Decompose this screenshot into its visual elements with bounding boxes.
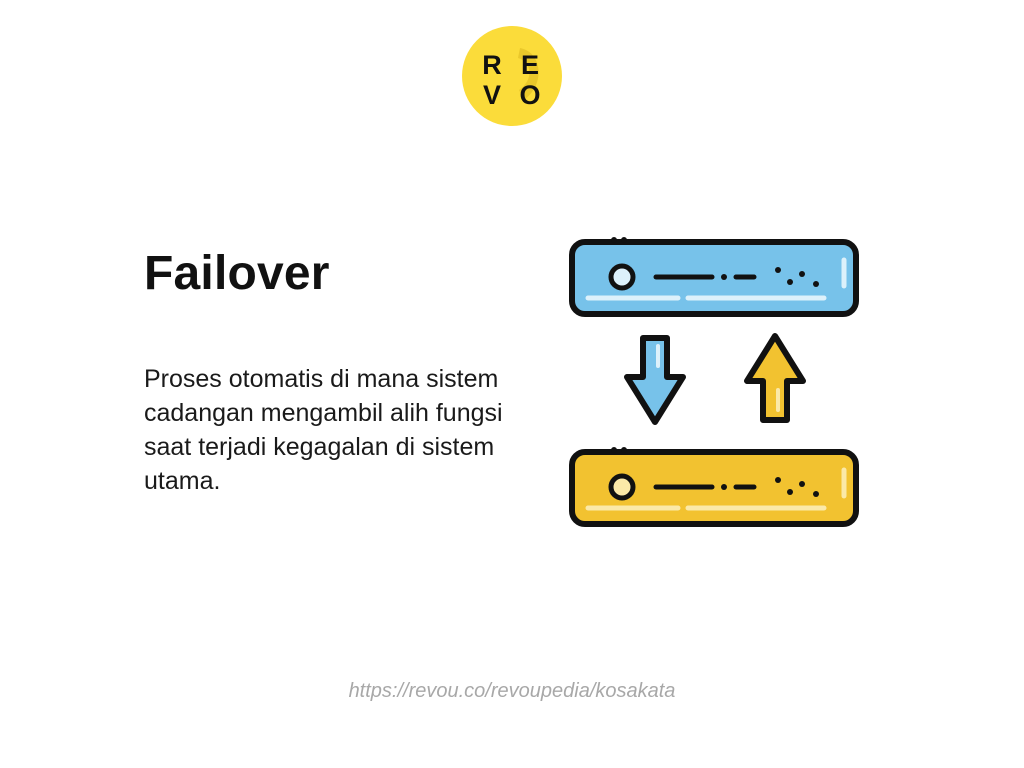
revo-logo: R E V O bbox=[462, 26, 562, 126]
logo-letter-o: O bbox=[519, 80, 540, 110]
source-url[interactable]: https://revou.co/revoupedia/kosakata bbox=[348, 680, 676, 702]
arrow-up-icon bbox=[744, 333, 806, 423]
server-failover-icon bbox=[569, 237, 859, 527]
logo-letter-v: V bbox=[483, 80, 501, 110]
backup-server-icon bbox=[569, 447, 859, 527]
arrow-down-icon bbox=[624, 335, 686, 425]
primary-server-icon bbox=[569, 237, 859, 317]
definition-text: Proses otomatis di mana sistem cadangan … bbox=[144, 365, 503, 495]
logo-letter-r: R bbox=[482, 50, 502, 80]
page-title: Failover bbox=[144, 247, 330, 300]
logo-letter-e: E bbox=[521, 50, 539, 80]
